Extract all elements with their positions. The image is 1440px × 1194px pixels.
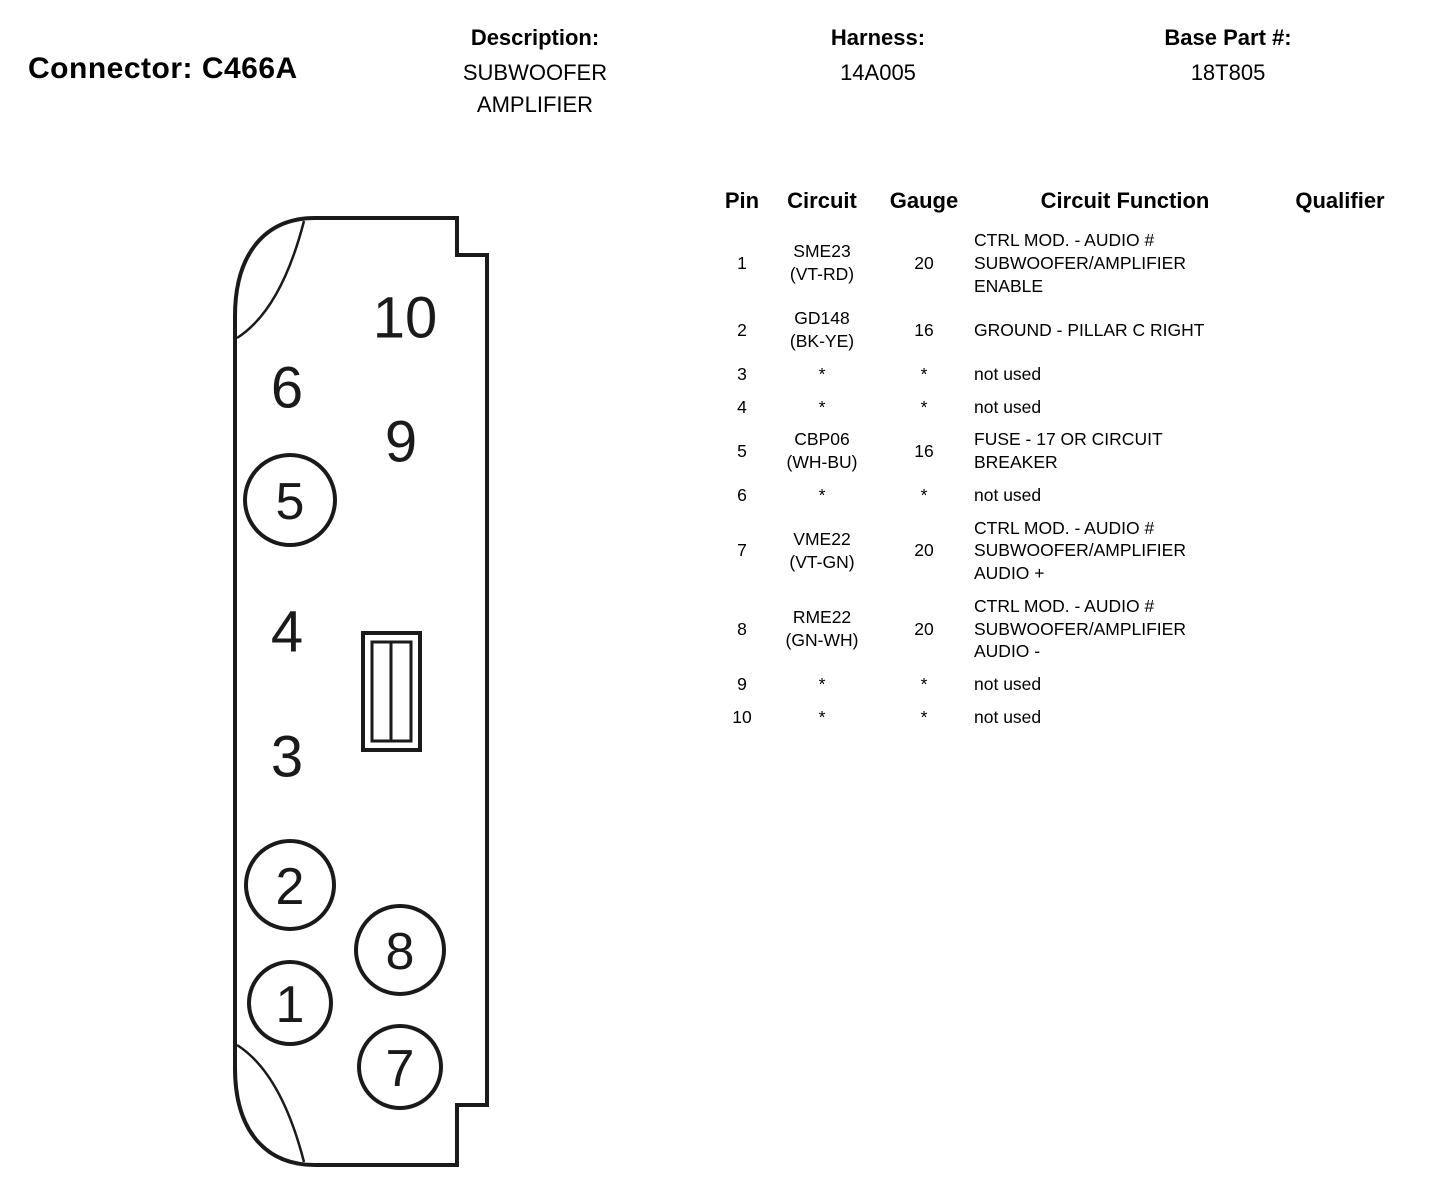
connector-outline-svg: 10 6 9 4 3 5 2 1 8 7 <box>233 216 489 1167</box>
qualifier-cell <box>1280 590 1400 668</box>
table-row: 9 * * not used <box>718 668 1400 701</box>
circuit-cell: CBP06 (WH-BU) <box>786 429 858 472</box>
gauge-cell: 16 <box>914 319 934 340</box>
gauge-cell: * <box>920 706 928 727</box>
qualifier-column-header: Qualifier <box>1295 188 1385 213</box>
circuit-cell: * <box>818 363 826 384</box>
pin-cell: 7 <box>737 540 747 561</box>
pin-cell: 8 <box>737 618 747 639</box>
qualifier-cell <box>1280 512 1400 590</box>
pin-2-label: 2 <box>276 858 305 916</box>
table-row: 7 VME22 (VT-GN) 20 CTRL MOD. - AUDIO # S… <box>718 512 1400 590</box>
gauge-cell: 20 <box>914 540 934 561</box>
pin-cell: 1 <box>737 252 747 273</box>
description-value: SUBWOOFER AMPLIFIER <box>462 60 608 117</box>
circuit-cell: GD148 (BK-YE) <box>789 308 855 351</box>
pin-cell: 4 <box>737 396 747 417</box>
base-part-block: Base Part #: 18T805 <box>1118 25 1338 89</box>
description-block: Description: SUBWOOFER AMPLIFIER <box>400 25 670 121</box>
pin-5-label: 5 <box>276 473 305 531</box>
pin-cell: 10 <box>732 706 752 727</box>
qualifier-cell <box>1280 224 1400 302</box>
qualifier-cell <box>1280 479 1400 512</box>
gauge-cell: 20 <box>914 252 934 273</box>
pin-1-circle <box>247 960 333 1046</box>
table-row: 6 * * not used <box>718 479 1400 512</box>
function-cell: not used <box>974 674 1042 694</box>
pin-cell: 9 <box>737 674 747 694</box>
qualifier-cell <box>1280 358 1400 391</box>
gauge-cell: * <box>920 674 928 694</box>
pinout-table-container: Pin Circuit Gauge Circuit Function Quali… <box>718 188 1418 734</box>
table-row: 3 * * not used <box>718 358 1400 391</box>
pin-column-header: Pin <box>724 188 760 213</box>
pin-5-circle <box>243 453 337 547</box>
pin-1-label: 1 <box>276 976 305 1034</box>
function-cell: CTRL MOD. - AUDIO # SUBWOOFER/AMPLIFIER … <box>974 230 1186 296</box>
bottom-left-fillet-line <box>236 1043 306 1163</box>
function-column-header: Circuit Function <box>1040 188 1210 213</box>
table-row: 10 * * not used <box>718 701 1400 734</box>
top-left-fillet-line <box>236 220 306 340</box>
pin-cell: 6 <box>737 484 747 505</box>
qualifier-cell <box>1280 302 1400 358</box>
qualifier-cell <box>1280 668 1400 701</box>
circuit-cell: * <box>818 484 826 505</box>
function-cell: not used <box>974 396 1042 417</box>
latch-outer-rect <box>361 631 422 752</box>
qualifier-cell <box>1280 391 1400 424</box>
gauge-cell: 16 <box>914 440 934 461</box>
function-cell: CTRL MOD. - AUDIO # SUBWOOFER/AMPLIFIER … <box>974 595 1186 662</box>
pin-cell: 5 <box>737 440 747 461</box>
table-header-row: Pin Circuit Gauge Circuit Function Quali… <box>718 188 1400 224</box>
qualifier-cell <box>1280 423 1400 479</box>
gauge-cell: * <box>920 363 928 384</box>
connector-title: Connector: C466A <box>28 52 298 85</box>
circuit-cell: RME22 (GN-WH) <box>785 607 859 650</box>
pin-8-label: 8 <box>386 923 415 981</box>
pin-cell: 3 <box>737 363 747 384</box>
pin-cell: 2 <box>737 319 747 340</box>
pinout-table: Pin Circuit Gauge Circuit Function Quali… <box>718 188 1400 734</box>
gauge-cell: 20 <box>914 618 934 639</box>
base-part-value: 18T805 <box>1190 60 1266 85</box>
pin-7-circle <box>357 1024 443 1110</box>
circuit-cell: SME23 (VT-RD) <box>789 241 855 285</box>
circuit-cell: * <box>818 674 826 694</box>
table-row: 8 RME22 (GN-WH) 20 CTRL MOD. - AUDIO # S… <box>718 590 1400 668</box>
gauge-cell: * <box>920 396 928 417</box>
circuit-cell: * <box>818 706 826 727</box>
function-cell: CTRL MOD. - AUDIO # SUBWOOFER/AMPLIFIER … <box>974 517 1186 584</box>
harness-value: 14A005 <box>840 60 916 85</box>
pin-3-label: 3 <box>271 725 303 790</box>
harness-block: Harness: 14A005 <box>788 25 968 89</box>
pin-8-circle <box>354 904 446 996</box>
connector-face-diagram: 10 6 9 4 3 5 2 1 8 7 <box>225 210 495 1180</box>
function-cell: GROUND - PILLAR C RIGHT <box>974 319 1205 340</box>
base-part-label: Base Part #: <box>1164 25 1292 50</box>
qualifier-cell <box>1280 701 1400 734</box>
description-label: Description: <box>470 25 600 50</box>
circuit-cell: VME22 (VT-GN) <box>789 528 855 572</box>
gauge-column-header: Gauge <box>889 188 959 213</box>
function-cell: not used <box>974 706 1042 727</box>
table-row: 4 * * not used <box>718 391 1400 424</box>
pin-2-circle <box>244 839 336 931</box>
table-row: 1 SME23 (VT-RD) 20 CTRL MOD. - AUDIO # S… <box>718 224 1400 302</box>
pin-10-label: 10 <box>373 286 438 351</box>
gauge-cell: * <box>920 484 928 505</box>
function-cell: not used <box>974 363 1042 384</box>
table-row: 5 CBP06 (WH-BU) 16 FUSE - 17 OR CIRCUIT … <box>718 423 1400 479</box>
function-cell: not used <box>974 484 1042 505</box>
harness-label: Harness: <box>830 25 926 50</box>
pin-4-label: 4 <box>271 600 303 665</box>
table-row: 2 GD148 (BK-YE) 16 GROUND - PILLAR C RIG… <box>718 302 1400 358</box>
pin-9-label: 9 <box>385 410 417 475</box>
function-cell: FUSE - 17 OR CIRCUIT BREAKER <box>974 429 1163 472</box>
pin-6-label: 6 <box>271 356 303 421</box>
pin-7-label: 7 <box>386 1040 415 1098</box>
connector-outline <box>233 216 489 1167</box>
circuit-column-header: Circuit <box>787 188 857 213</box>
circuit-cell: * <box>818 396 826 417</box>
